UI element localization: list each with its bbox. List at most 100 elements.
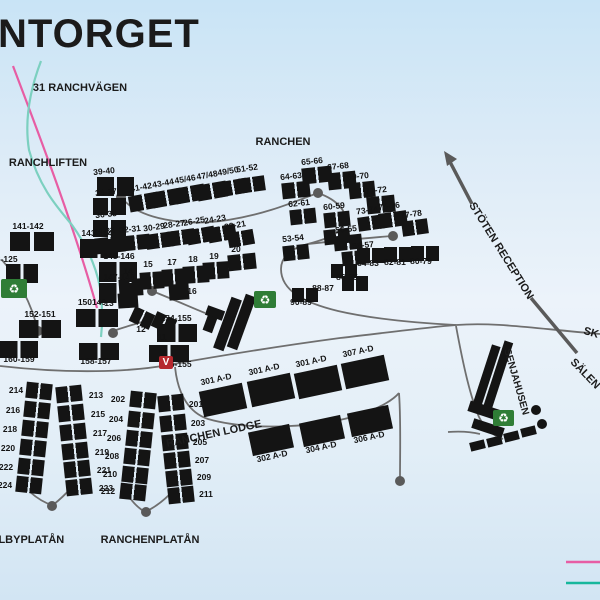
building [97,177,134,196]
building-label: 17 [167,257,177,267]
culdesac-dot [388,231,398,241]
reception-arrow-shaft [447,159,474,205]
lift-line [11,65,99,309]
map-title: NTORGET [0,12,200,56]
building-label: 215 [90,409,106,419]
building [76,309,118,327]
building-label: 201 [188,399,204,409]
building [129,390,157,410]
building [15,475,43,495]
building-label: 219 [94,447,110,457]
building [93,198,126,215]
building-dot [531,405,541,415]
road-path [398,392,402,479]
area-label: RANCHENPLATÅN [100,534,200,546]
building [357,248,385,263]
building-label: 80-79 [410,256,432,266]
building [19,320,61,338]
building-label: 147-148 [103,272,135,282]
building [127,410,155,430]
road-path [447,430,481,435]
building-label: 214 [8,385,24,395]
reception-arrow-head [444,151,457,166]
building [6,264,38,283]
building-label: 156-155 [160,359,192,369]
building-label: 154-155 [160,313,192,323]
building-label: 213 [88,390,104,400]
building-label: 152-151 [24,309,56,319]
area-label: RANCHEN [255,136,311,148]
culdesac-dot [47,501,57,511]
building [19,438,47,458]
building [79,343,119,360]
building-label: 19 [209,251,219,261]
building [292,288,318,302]
building [0,341,38,358]
building-label: 160-159 [3,354,35,364]
building [282,243,310,262]
building [10,232,54,251]
building-label: 216 [5,405,21,415]
recycle-icon: ♻ [1,279,27,298]
building [99,262,137,282]
building [17,457,45,477]
building-dot [537,419,547,429]
building [93,220,126,237]
building-label: 88-87 [312,283,334,293]
building-label: 207 [194,455,210,465]
building [342,276,368,291]
building-label: 208 [104,451,120,461]
building [411,246,439,261]
building [121,465,149,485]
building-label: 212 [100,486,116,496]
building [157,393,185,413]
building [227,252,257,272]
building [21,419,49,439]
lift-line [26,60,104,338]
building [159,413,187,433]
building [157,324,197,342]
building-label: 158-157 [80,356,112,366]
building-label: 222 [0,462,14,472]
building [61,441,89,461]
building [65,477,93,497]
building [289,207,317,226]
building-label: 86-85 [336,272,358,282]
building-label: 84-83 [357,258,379,268]
building-label: 12 [136,324,146,334]
building [163,450,191,470]
culdesac-dot [108,328,118,338]
building-label: 150149 [77,297,107,307]
culdesac-dot [141,507,151,517]
building-label: 15 [143,259,153,269]
building [59,422,87,442]
area-label: 31 RANCHVÄGEN [32,82,128,94]
reception-arrow-shaft [529,296,579,355]
building-label: 211 [199,489,213,499]
building-label: 224 [0,480,13,490]
building-label: 11 [157,332,167,342]
building-label: 82-81 [384,257,406,267]
building-label: 204 [108,414,124,424]
culdesac-dot [395,476,405,486]
building-label: 20 [231,244,241,254]
building-label: 18 [188,254,198,264]
building [55,384,83,404]
building-label: 141-142 [12,221,44,231]
building [165,468,193,488]
building [119,482,147,502]
building [99,283,137,303]
building-label: 221 [96,465,112,475]
building [384,247,412,262]
building-label: 13 [104,298,114,308]
road-path [120,192,319,224]
building-label: 14 [123,266,133,276]
building-label: 209 [196,472,212,482]
building [331,264,357,278]
building-label: 126-125 [0,254,18,264]
building [182,265,210,284]
building-label: 90-89 [290,297,312,307]
building [139,271,165,290]
building [80,239,118,258]
